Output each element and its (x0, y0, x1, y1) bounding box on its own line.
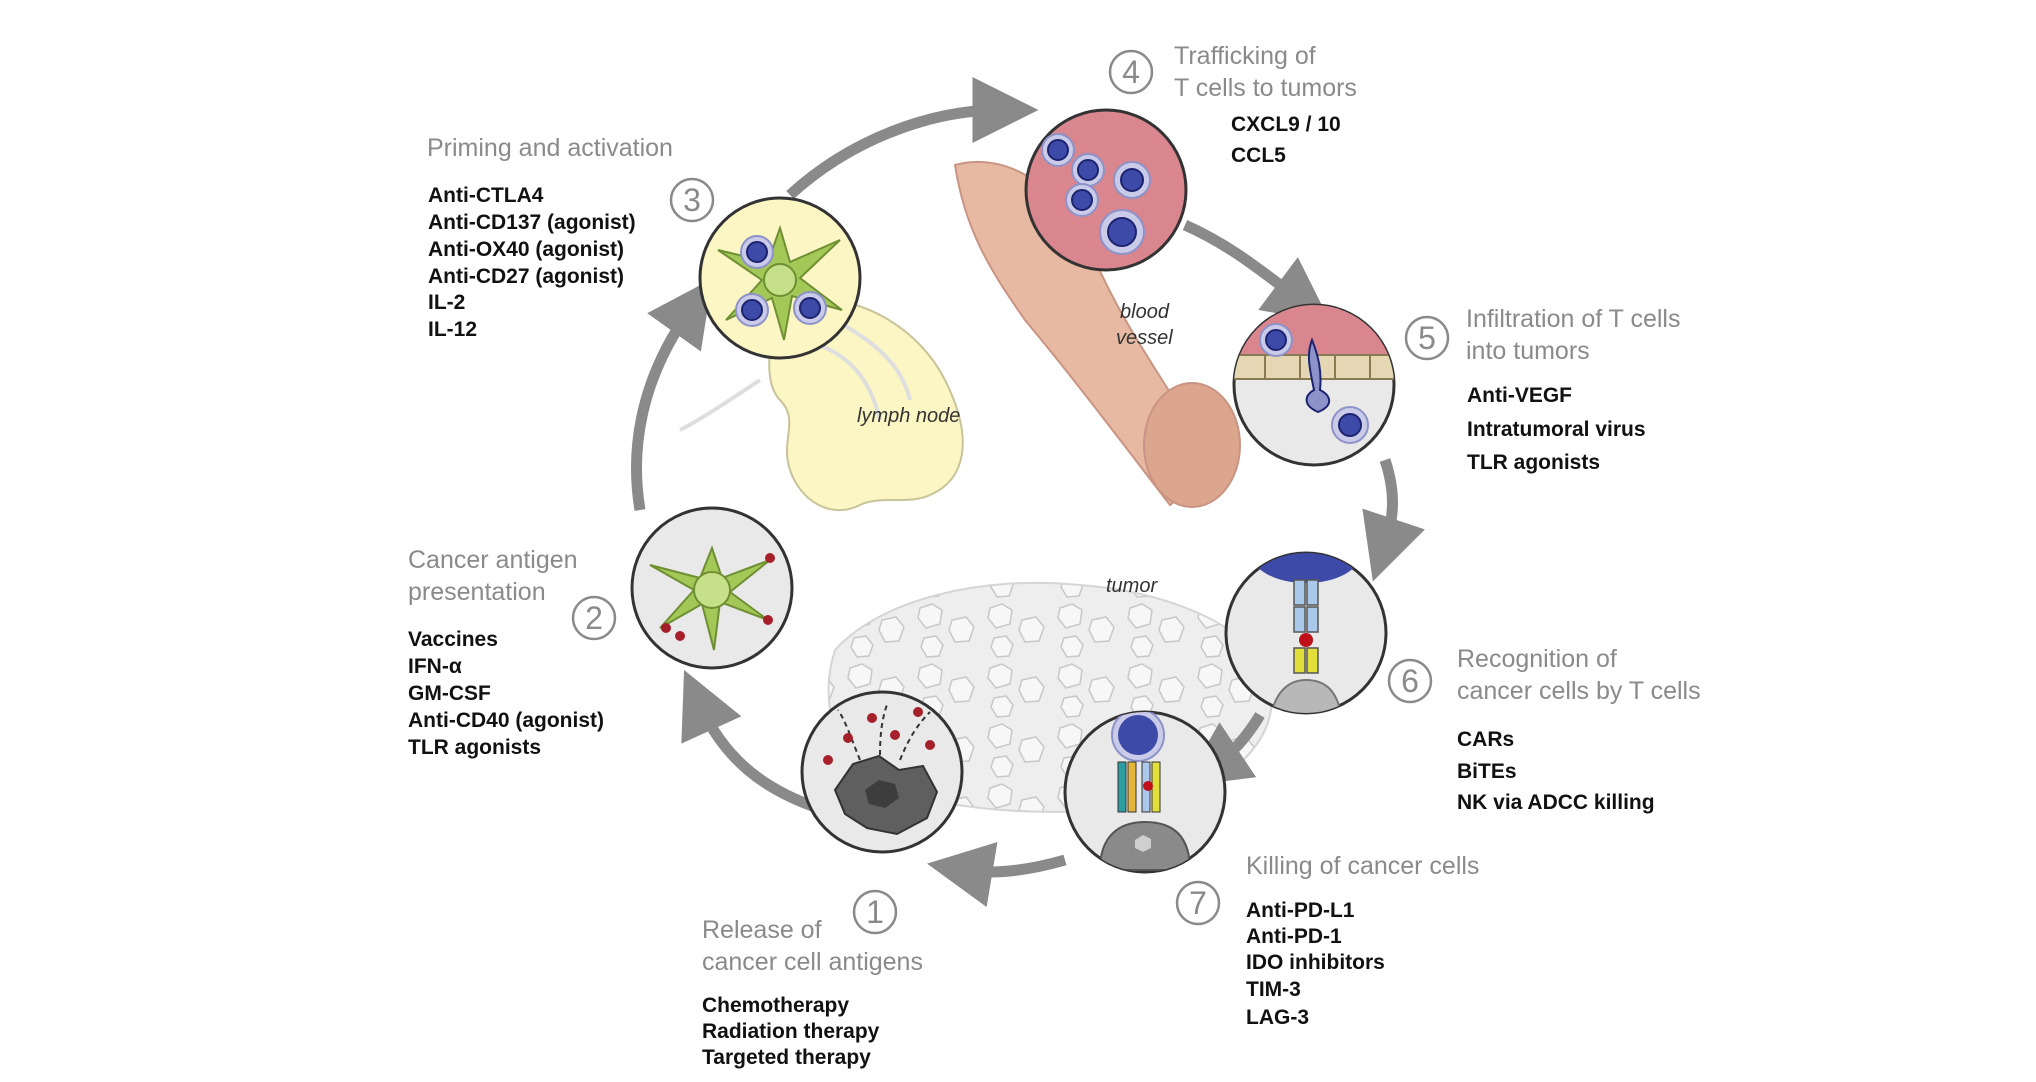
step-1-drug-1: Chemotherapy (702, 994, 849, 1017)
step-6-title-line-2: cancer cells by T cells (1457, 677, 1701, 705)
step-5-drug-1: Anti-VEGF (1467, 384, 1572, 407)
step-6-drug-2: BiTEs (1457, 760, 1517, 783)
tumor-label: tumor (1106, 575, 1158, 597)
step-6-number: 6 (1401, 663, 1419, 699)
stage-2-illustration (630, 506, 794, 670)
step-7-drug-5: LAG-3 (1246, 1006, 1309, 1029)
step-3-drug-1: Anti-CTLA4 (428, 184, 544, 207)
step-2-drug-5: TLR agonists (408, 736, 541, 759)
step-5: 5 Infiltration of T cells into tumors An… (1404, 305, 1680, 474)
step-2-drug-2: IFN-α (408, 655, 462, 678)
cycle-arrows (631, 77, 1425, 908)
step-5-drug-2: Intratumoral virus (1467, 418, 1646, 441)
step-1-title-line-1: Release of (702, 916, 822, 944)
step-1-drug-2: Radiation therapy (702, 1020, 880, 1043)
step-3-title: Priming and activation (427, 134, 673, 162)
arrow-2-to-3 (631, 278, 713, 511)
step-2-number: 2 (585, 600, 603, 636)
stage-1-illustration (800, 690, 964, 854)
step-4-title-line-2: T cells to tumors (1174, 74, 1357, 102)
step-6: 6 Recognition of cancer cells by T cells… (1387, 645, 1701, 814)
step-1-drug-3: Targeted therapy (702, 1046, 871, 1069)
step-6-title-line-1: Recognition of (1457, 645, 1617, 673)
arrow-4-to-5 (1182, 219, 1331, 324)
lymph-node (768, 297, 964, 511)
step-4: 4 Trafficking of T cells to tumors CXCL9… (1108, 42, 1357, 167)
step-2-title-line-2: presentation (408, 578, 546, 606)
step-5-title-line-1: Infiltration of T cells (1466, 305, 1680, 333)
step-3-number: 3 (683, 182, 701, 218)
step-6-drug-3: NK via ADCC killing (1457, 791, 1655, 814)
step-2-title-line-1: Cancer antigen (408, 546, 578, 574)
step-6-number-circle (1387, 658, 1433, 704)
step-3-drug-4: Anti-CD27 (agonist) (428, 265, 624, 288)
arrow-3-to-4 (786, 77, 1039, 200)
stage-6-illustration (1224, 551, 1388, 715)
step-4-title-line-1: Trafficking of (1174, 42, 1316, 70)
blood-vessel-label-line-2: vessel (1116, 327, 1173, 349)
step-6-drug-1: CARs (1457, 728, 1514, 751)
step-4-number: 4 (1122, 54, 1140, 90)
step-2: 2 Cancer antigen presentation Vaccines I… (408, 546, 617, 759)
arrow-5-to-6 (1362, 458, 1425, 582)
step-4-drug-1: CXCL9 / 10 (1231, 113, 1341, 136)
step-3-drug-6: IL-12 (428, 318, 477, 341)
step-3: 3 Priming and activation Anti-CTLA4 Anti… (427, 134, 715, 341)
step-7-drug-2: Anti-PD-1 (1246, 925, 1342, 948)
step-2-number-circle (571, 595, 617, 641)
step-2-drug-1: Vaccines (408, 628, 498, 651)
step-1: 1 Release of cancer cell antigens Chemot… (702, 889, 923, 1069)
step-4-number-circle (1108, 49, 1154, 95)
arrow-1-to-2 (681, 669, 820, 814)
arrow-7-to-1 (927, 841, 1067, 908)
lymph-node-label: lymph node (857, 405, 960, 427)
step-5-number-circle (1404, 315, 1450, 361)
step-7-drug-1: Anti-PD-L1 (1246, 899, 1355, 922)
step-3-number-circle (669, 177, 715, 223)
step-7-drug-4: TIM-3 (1246, 978, 1301, 1001)
step-5-number: 5 (1418, 320, 1436, 356)
step-4-drug-2: CCL5 (1231, 144, 1286, 167)
step-3-drug-3: Anti-OX40 (agonist) (428, 238, 624, 261)
step-1-number-circle (852, 889, 898, 935)
step-1-number: 1 (866, 894, 884, 930)
stage-3-illustration (698, 196, 862, 360)
step-5-drug-3: TLR agonists (1467, 451, 1600, 474)
blood-vessel-end (1143, 382, 1241, 508)
step-2-drug-3: GM-CSF (408, 682, 491, 705)
stage-5-illustration (1232, 303, 1396, 467)
blood-vessel-label-line-1: blood (1120, 301, 1170, 323)
stage-4-illustration (1024, 108, 1188, 272)
step-7-number: 7 (1189, 885, 1207, 921)
step-7-drug-3: IDO inhibitors (1246, 951, 1385, 974)
step-5-title-line-2: into tumors (1466, 337, 1590, 365)
step-3-drug-2: Anti-CD137 (agonist) (428, 211, 636, 234)
step-7-title: Killing of cancer cells (1246, 852, 1479, 880)
step-2-drug-4: Anti-CD40 (agonist) (408, 709, 604, 732)
step-3-drug-5: IL-2 (428, 291, 465, 314)
stage-7-illustration (1063, 710, 1227, 874)
step-1-title-line-2: cancer cell antigens (702, 948, 923, 976)
step-7: 7 Killing of cancer cells Anti-PD-L1 Ant… (1175, 852, 1479, 1029)
step-7-number-circle (1175, 880, 1221, 926)
